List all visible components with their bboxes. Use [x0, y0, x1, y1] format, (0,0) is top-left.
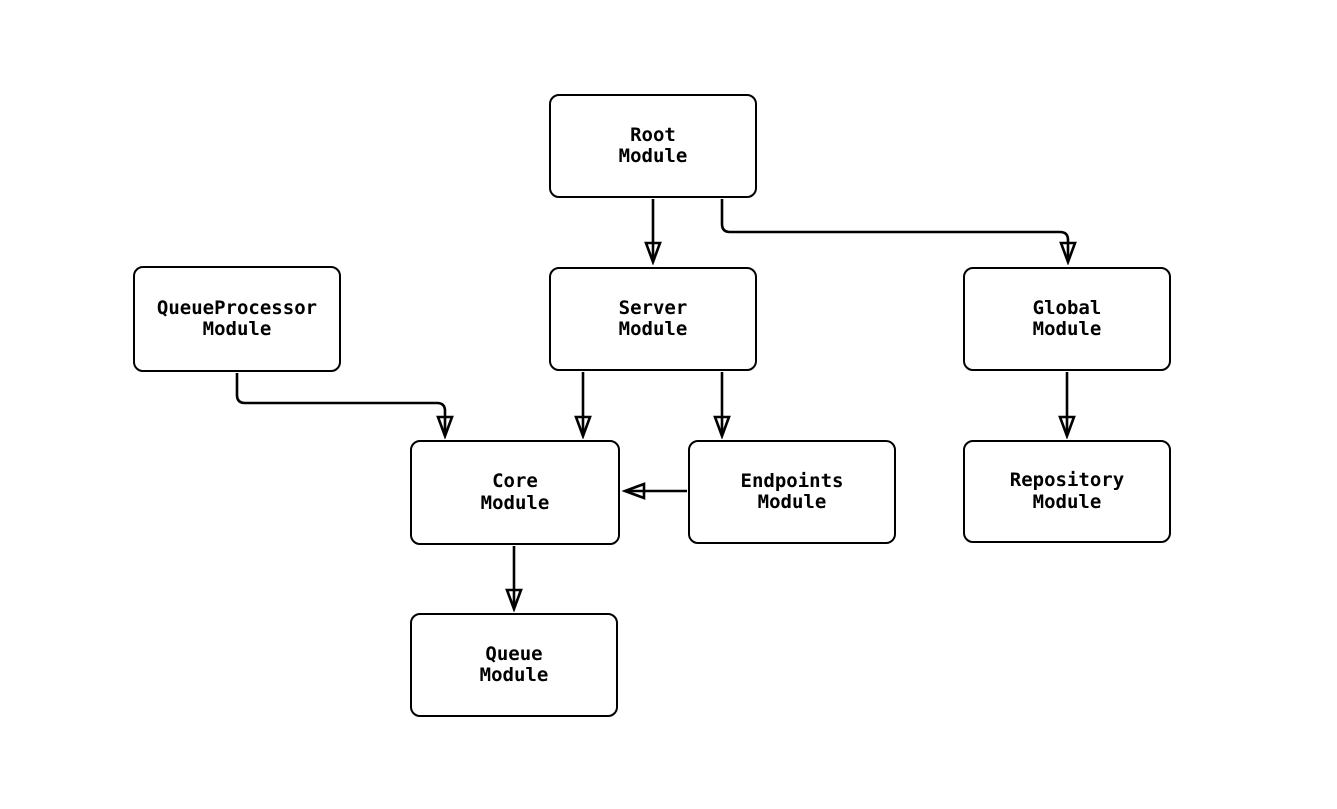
edge-queueprocessor-to-core [235, 373, 445, 436]
node-repository-module: Repository Module [963, 440, 1171, 543]
node-root-module: Root Module [549, 94, 757, 198]
node-core-module: Core Module [410, 440, 620, 545]
node-queue-module: Queue Module [410, 613, 618, 717]
node-server-module: Server Module [549, 267, 757, 371]
node-queueprocessor-module: QueueProcessor Module [133, 266, 341, 372]
node-endpoints-module: Endpoints Module [688, 440, 896, 544]
edge-root-to-global [720, 199, 1068, 262]
node-global-module: Global Module [963, 267, 1171, 371]
